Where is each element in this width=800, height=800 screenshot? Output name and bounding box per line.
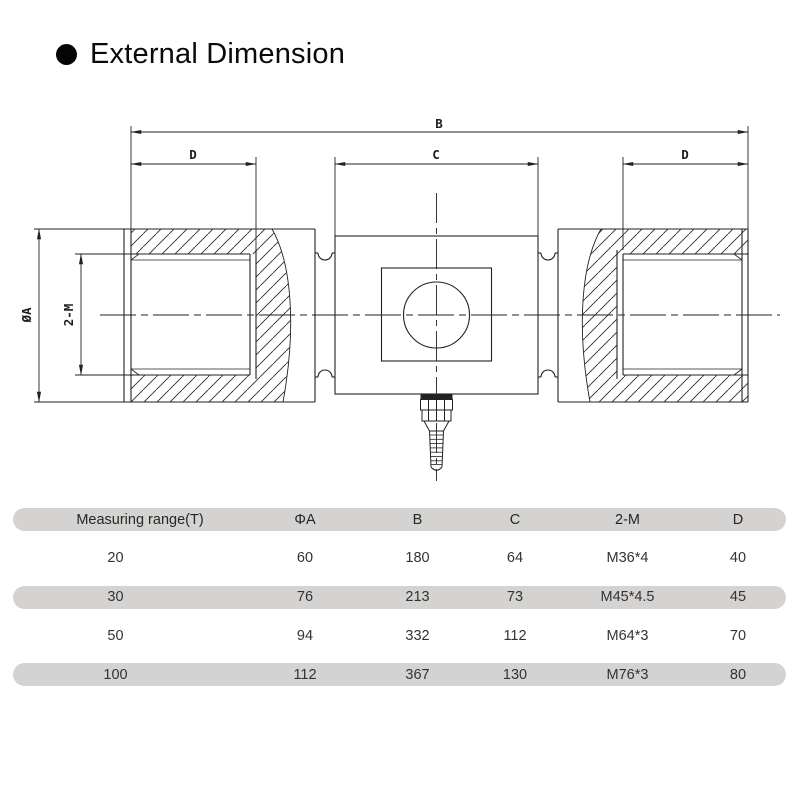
- gland-collar: [420, 394, 453, 400]
- cell-c: 73: [506, 589, 524, 605]
- col-header-d: D: [732, 511, 744, 528]
- cell-b: 367: [405, 666, 430, 683]
- page-title: External Dimension: [56, 38, 345, 71]
- cell-phi-a: 76: [296, 589, 314, 605]
- cell-range: 30: [107, 589, 124, 605]
- col-header-phi-a: ΦA: [294, 511, 316, 528]
- neck-right: [538, 252, 558, 378]
- cell-d: 40: [729, 550, 747, 567]
- cell-d: 80: [729, 666, 747, 683]
- dim-label-b: B: [435, 116, 443, 131]
- cell-2m: M64*3: [606, 627, 649, 644]
- dim-label-d-left: D: [189, 147, 197, 162]
- cell-b: 332: [405, 627, 430, 644]
- left-end-body: [34, 228, 316, 403]
- col-header-measuring-range: Measuring range(T): [76, 511, 204, 528]
- center-bore-circle: [402, 281, 471, 349]
- col-header-2m: 2-M: [615, 511, 640, 528]
- cell-d: 45: [729, 589, 747, 605]
- dim-label-d-right: D: [681, 147, 689, 162]
- dimension-c: [334, 157, 539, 236]
- col-header-b: B: [412, 511, 423, 528]
- cell-c: 64: [506, 550, 524, 567]
- dimension-d-left: [130, 157, 257, 250]
- table-row: 100 112 367 130 M76*3 80: [13, 663, 786, 702]
- cell-b: 180: [405, 550, 430, 567]
- center-block: [334, 235, 539, 395]
- bullet-icon: [56, 44, 77, 65]
- cell-range: 20: [107, 550, 124, 567]
- cell-2m: M76*3: [606, 666, 649, 683]
- left-body-hatch: [131, 229, 291, 402]
- right-end-body: [557, 228, 749, 403]
- dim-label-phi-a: ØA: [19, 307, 34, 324]
- col-header-c: C: [509, 511, 521, 528]
- cell-b: 213: [405, 589, 430, 605]
- table-row: 30 76 213 73 M45*4.5 45: [13, 585, 786, 625]
- right-body-hatch: [582, 229, 748, 402]
- cable-gland: [420, 394, 453, 471]
- cell-phi-a: 94: [296, 627, 314, 644]
- cell-range: 50: [107, 627, 124, 644]
- dimension-d-right: [622, 157, 749, 250]
- table-row: 20 60 180 64 M36*4 40: [13, 547, 786, 586]
- cell-2m: M45*4.5: [600, 589, 655, 605]
- cell-range: 100: [103, 666, 128, 683]
- cable-thread-ridges: [430, 434, 444, 465]
- cell-c: 130: [502, 666, 528, 683]
- spec-table: Measuring range(T) ΦA B C 2-M D 20 60 18…: [13, 508, 786, 702]
- load-cell-section-drawing: B D C D ØA: [19, 116, 780, 481]
- table-header-row: Measuring range(T) ΦA B C 2-M D: [13, 508, 786, 547]
- table-row: 50 94 332 112 M64*3 70: [13, 624, 786, 663]
- cell-phi-a: 112: [293, 666, 317, 683]
- external-dimension-drawing: B D C D ØA: [19, 116, 780, 481]
- page-title-text: External Dimension: [90, 38, 346, 70]
- centerlines: [100, 193, 780, 481]
- cell-c: 112: [503, 627, 527, 644]
- dim-label-2m: 2-M: [61, 304, 76, 327]
- cell-d: 70: [729, 627, 747, 644]
- cell-phi-a: 60: [296, 550, 314, 567]
- cell-2m: M36*4: [606, 550, 649, 567]
- dimension-b: [130, 126, 749, 229]
- dim-label-c: C: [432, 147, 440, 162]
- neck-left: [315, 252, 335, 378]
